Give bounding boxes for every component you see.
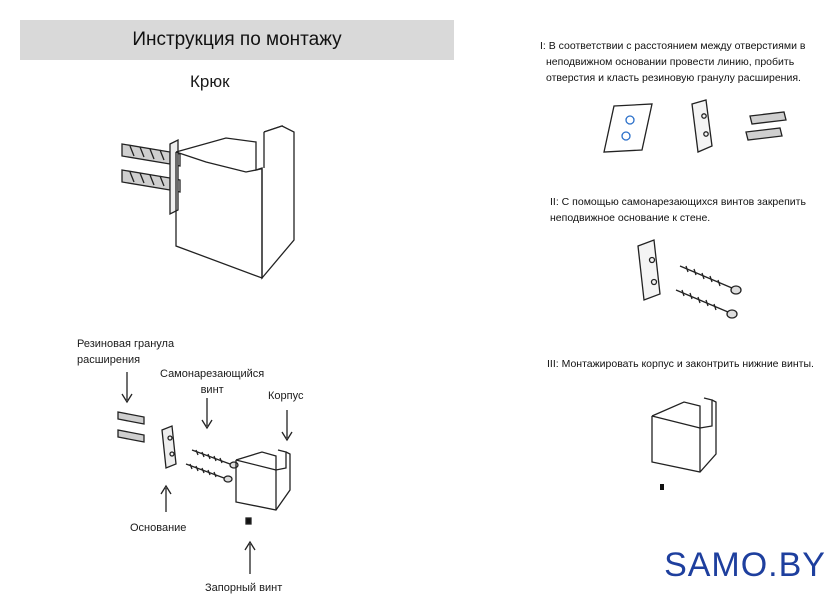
base-plate-icon xyxy=(161,425,177,469)
step-1-text: I: В соответствии с расстоянием между от… xyxy=(540,40,806,84)
screw-icon xyxy=(679,265,742,295)
arrow-icon xyxy=(160,484,172,512)
page-title: Инструкция по монтажу xyxy=(20,20,454,60)
exploded-parts-illustration xyxy=(117,372,293,574)
anchor-plug-icon xyxy=(749,111,787,125)
hook-body-icon xyxy=(651,397,717,473)
step-2-illustration xyxy=(637,239,742,319)
anchor-plug-icon xyxy=(745,127,783,141)
watermark-logo: SAMO.BY xyxy=(664,546,826,584)
lock-screw-icon xyxy=(660,484,664,490)
step-2-text: II: С помощью самонарезающихся винтов за… xyxy=(550,196,806,224)
product-name: Крюк xyxy=(190,72,230,91)
step-3-text: III: Монтажировать корпус и законтрить н… xyxy=(547,358,814,370)
base-plate-icon xyxy=(637,239,661,301)
step-1-illustration xyxy=(603,99,787,153)
anchor-plug-icon xyxy=(117,429,145,443)
arrow-icon xyxy=(244,540,256,574)
screw-icon xyxy=(185,463,233,483)
arrow-icon xyxy=(281,410,293,442)
anchor-plug-icon xyxy=(117,411,145,425)
screw-icon xyxy=(675,289,738,319)
lock-screw-icon xyxy=(245,517,252,525)
base-plate-icon xyxy=(691,99,713,153)
screw-label: Самонарезающийся винт xyxy=(160,368,265,396)
hook-body-icon xyxy=(235,449,291,511)
screw-icon xyxy=(191,449,239,469)
arrow-icon xyxy=(201,398,213,430)
wall-marking-icon xyxy=(603,103,653,153)
arrow-icon xyxy=(121,372,133,404)
lock-screw-label: Запорный винт xyxy=(205,582,283,594)
hook-assembly-illustration xyxy=(121,125,295,280)
rubber-plug-label: Резиновая гранула расширения xyxy=(77,338,175,366)
base-label: Основание xyxy=(130,522,187,534)
step-3-illustration xyxy=(651,397,717,490)
body-label: Корпус xyxy=(268,390,304,402)
